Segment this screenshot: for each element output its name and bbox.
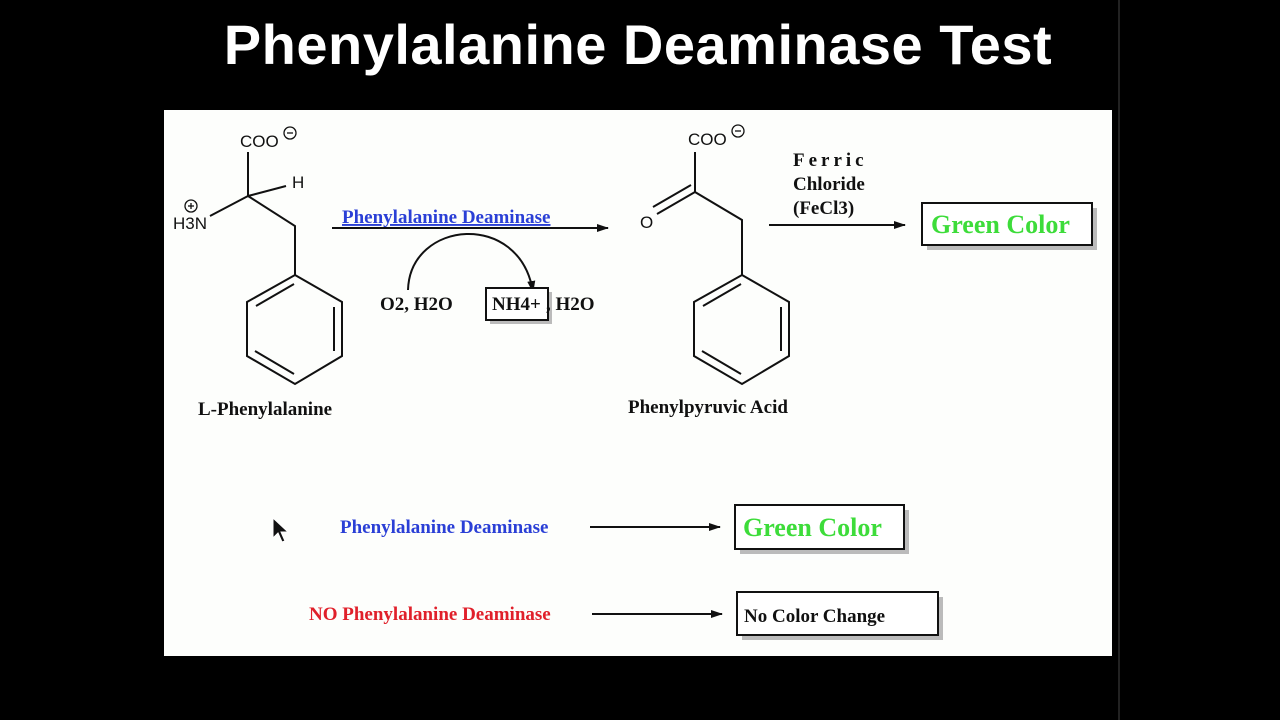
negative-charge-icon [283,126,297,140]
enzyme-label: Phenylalanine Deaminase [342,207,550,228]
carboxylate-label: COO [688,130,727,149]
condition-label: NO Phenylalanine Deaminase [309,604,551,625]
result-label: Green Color [931,210,1070,239]
reactant-name: L-Phenylalanine [198,399,332,420]
result-box [734,504,905,550]
reagent-line-2: Chloride [793,174,865,195]
result-box [921,202,1093,246]
carboxylate-label: COO [240,132,279,151]
amine-label: H3N [173,214,207,233]
mouse-cursor-icon [272,516,290,543]
nh4-label: NH4+ [492,294,541,315]
phenylpyruvic-acid-structure: COO O Phenylpyruvic Acid [628,124,790,418]
hydrogen-label: H [292,173,304,192]
nh4-box [485,287,549,321]
result-box [736,591,939,636]
slide-canvas [164,110,1112,656]
summary-row-positive: Phenylalanine Deaminase Green Color [340,504,909,554]
summary-row-negative: NO Phenylalanine Deaminase No Color Chan… [309,591,943,640]
outputs-label: , H2O [546,294,595,315]
result-label: No Color Change [744,606,885,627]
negative-charge-icon [731,124,745,138]
result-label: Green Color [743,513,882,542]
reagent-line-3: (FeCl3) [793,198,854,219]
positive-charge-icon [184,199,198,213]
l-phenylalanine-structure: COO H H3N L-Phenylalanine [173,126,343,420]
curved-arrow [407,233,536,293]
product-name: Phenylpyruvic Acid [628,397,788,418]
condition-label: Phenylalanine Deaminase [340,517,548,538]
divider [1118,0,1120,720]
slide-title: Phenylalanine Deaminase Test [223,13,1053,76]
oxygen-label: O [640,213,653,232]
inputs-label: O2, H2O [380,294,453,315]
reagent-line-1: Ferric [793,150,868,171]
